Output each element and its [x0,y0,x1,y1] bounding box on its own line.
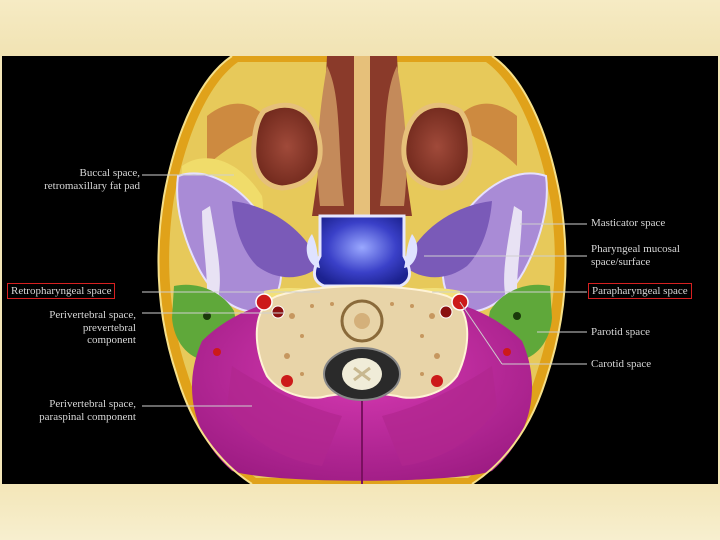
maxillary-sinus-right [404,105,470,188]
label-prevertebral-line1: Perivertebral space, [14,309,136,322]
label-buccal-line2: retromaxillary fat pad [14,180,140,193]
label-retropharyngeal-text: Retropharyngeal space [11,285,111,297]
label-parotid-text: Parotid space [591,326,650,338]
label-paraspinal-line2: paraspinal component [14,411,136,424]
parotid-vessel-right [513,312,521,320]
dens-core [354,313,370,329]
vertebral-artery-left [281,375,293,387]
nasal-septum [354,56,370,216]
label-carotid-space: Carotid space [591,358,651,371]
maxillary-sinus-left [254,105,320,188]
label-masticator-space: Masticator space [591,217,665,230]
label-parapharyngeal-space: Parapharyngeal space [588,283,692,299]
label-pharyngeal-mucosal: Pharyngeal mucosal space/surface [591,243,680,268]
jugular-vein-right [440,306,452,318]
slide-footer-band [0,484,720,540]
diagram-panel: Buccal space, retromaxillary fat pad Ret… [2,56,718,484]
label-perivertebral-paraspinal: Perivertebral space, paraspinal componen… [14,398,136,423]
slide-header-band [0,0,720,56]
pharyngeal-mucosal-space [314,216,409,286]
external-carotid-left [213,348,221,356]
label-buccal-line1: Buccal space, [14,167,140,180]
jugular-vein-left [272,306,284,318]
label-prevertebral-line2: prevertebral [14,322,136,335]
label-perivertebral-prevertebral: Perivertebral space, prevertebral compon… [14,309,136,347]
vertebral-artery-right [431,375,443,387]
label-parotid-space: Parotid space [591,326,650,339]
label-buccal-space: Buccal space, retromaxillary fat pad [14,167,140,192]
label-carotid-text: Carotid space [591,358,651,370]
label-masticator-text: Masticator space [591,217,665,229]
label-parapharyngeal-text: Parapharyngeal space [592,285,688,297]
label-pharyngeal-line2: space/surface [591,256,680,269]
label-retropharyngeal-space: Retropharyngeal space [7,283,115,299]
external-carotid-right [503,348,511,356]
label-pharyngeal-line1: Pharyngeal mucosal [591,243,680,256]
carotid-artery-left [256,294,272,310]
label-prevertebral-line3: component [14,334,136,347]
label-paraspinal-line1: Perivertebral space, [14,398,136,411]
